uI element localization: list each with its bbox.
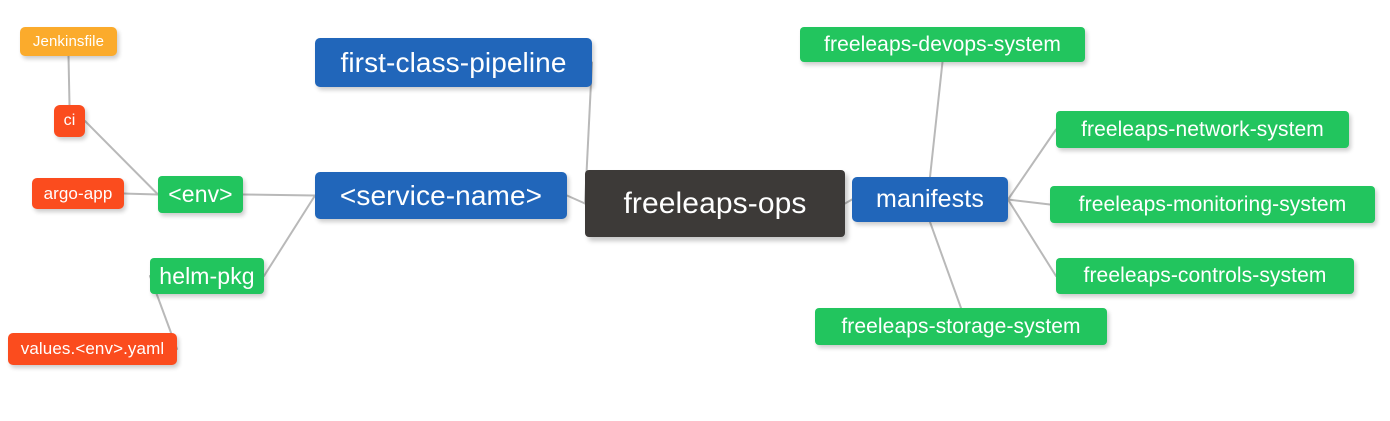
- mindmap-node-label: argo-app: [43, 183, 113, 203]
- mindmap-node-label: Jenkinsfile: [32, 33, 105, 50]
- mindmap-node-label: values.<env>.yaml: [20, 339, 165, 358]
- mindmap-node-helm[interactable]: helm-pkg: [150, 258, 264, 294]
- mindmap-node-label: ci: [63, 112, 76, 129]
- mindmap-edge-manifests-to-devops: [929, 61, 944, 178]
- mindmap-edge-manifests-to-monitoring: [1007, 198, 1051, 206]
- mindmap-edge-root-to-manifests: [844, 198, 853, 205]
- mindmap-node-env[interactable]: <env>: [158, 176, 243, 213]
- mindmap-edge-manifests-to-network: [1007, 128, 1057, 201]
- mindmap-node-label: freeleaps-network-system: [1081, 117, 1324, 141]
- mindmap-edge-manifests-to-storage: [929, 221, 962, 309]
- mindmap-node-label: helm-pkg: [159, 262, 255, 289]
- mindmap-node-label: freeleaps-devops-system: [824, 32, 1061, 56]
- mindmap-node-network[interactable]: freeleaps-network-system: [1056, 111, 1349, 148]
- mindmap-node-controls[interactable]: freeleaps-controls-system: [1056, 258, 1354, 294]
- mindmap-node-label: freeleaps-storage-system: [841, 314, 1081, 338]
- mindmap-node-manifests[interactable]: manifests: [852, 177, 1008, 222]
- mindmap-node-label: freeleaps-controls-system: [1083, 264, 1327, 287]
- mindmap-node-argoapp[interactable]: argo-app: [32, 178, 124, 209]
- mindmap-node-service[interactable]: <service-name>: [315, 172, 567, 219]
- mindmap-node-label: manifests: [876, 185, 984, 213]
- mindmap-node-values[interactable]: values.<env>.yaml: [8, 333, 177, 365]
- mindmap-node-label: first-class-pipeline: [340, 46, 567, 78]
- mindmap-node-label: freeleaps-ops: [623, 186, 807, 220]
- mindmap-node-root[interactable]: freeleaps-ops: [585, 170, 845, 237]
- mindmap-node-storage[interactable]: freeleaps-storage-system: [815, 308, 1107, 345]
- mindmap-node-monitoring[interactable]: freeleaps-monitoring-system: [1050, 186, 1375, 223]
- mindmap-node-ci[interactable]: ci: [54, 105, 85, 137]
- mindmap-node-label: <service-name>: [339, 179, 543, 211]
- mindmap-edge-ci-to-jenkinsfile: [67, 55, 71, 106]
- mindmap-node-label: <env>: [168, 181, 233, 207]
- mindmap-node-jenkinsfile[interactable]: Jenkinsfile: [20, 27, 117, 56]
- mindmap-node-label: freeleaps-monitoring-system: [1078, 192, 1347, 216]
- mindmap-node-devops[interactable]: freeleaps-devops-system: [800, 27, 1085, 62]
- mindmap-edge-manifests-to-controls: [1007, 198, 1057, 277]
- mindmap-edge-root-to-service: [566, 194, 586, 205]
- mindmap-edge-service-to-env: [242, 193, 316, 197]
- mindmap-node-pipeline[interactable]: first-class-pipeline: [315, 38, 592, 87]
- mindmap-edge-service-to-helm: [263, 194, 316, 277]
- mindmap-edge-env-to-argoapp: [123, 192, 159, 196]
